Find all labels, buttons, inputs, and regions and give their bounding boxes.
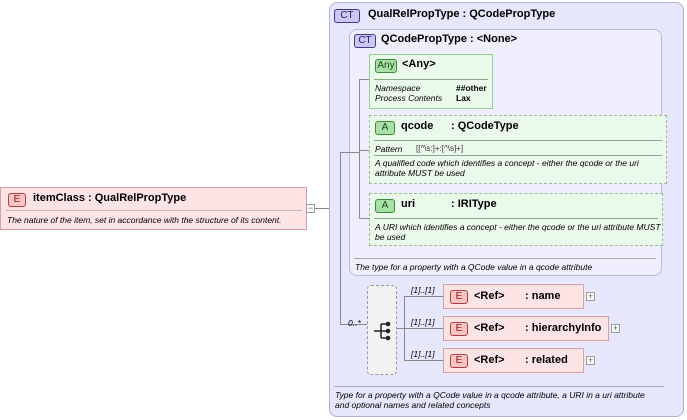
- connector: [359, 79, 360, 218]
- divider: [334, 386, 664, 387]
- element-icon: E: [8, 193, 26, 207]
- complex-type-icon: CT: [334, 9, 360, 23]
- qcode-name: qcode: [401, 120, 434, 132]
- namespace-value: ##other: [456, 83, 487, 93]
- sequence-icon: [374, 321, 391, 341]
- element-icon: E: [450, 354, 468, 368]
- any-title: <Any>: [402, 58, 436, 70]
- ref-name-element[interactable]: E <Ref> : name: [443, 284, 584, 309]
- divider: [6, 210, 302, 211]
- ref-related-element[interactable]: E <Ref> : related: [443, 348, 584, 373]
- ref-label: <Ref>: [474, 290, 505, 302]
- connector: [404, 328, 443, 329]
- process-contents-label: Process Contents: [375, 93, 443, 103]
- connector: [359, 150, 369, 151]
- item-class-title: itemClass : QualRelPropType: [33, 192, 187, 204]
- complex-type-icon: CT: [354, 34, 376, 48]
- connector: [359, 218, 369, 219]
- ref-hierarchy-info-label: : hierarchyInfo: [525, 322, 602, 334]
- connector: [340, 152, 341, 324]
- outer-ct-title: QualRelPropType : QCodePropType: [368, 8, 556, 20]
- element-icon: E: [450, 322, 468, 336]
- connector: [404, 360, 443, 361]
- expand-icon[interactable]: +: [611, 323, 620, 333]
- any-attribute[interactable]: Any <Any> Namespace ##other Process Cont…: [369, 54, 493, 109]
- attribute-icon: A: [375, 199, 395, 213]
- uri-doc: A URI which identifies a concept - eithe…: [375, 222, 661, 242]
- ref-cardinality: [1]..[1]: [411, 285, 435, 295]
- uri-type: : IRIType: [451, 198, 497, 210]
- sequence-compositor[interactable]: [367, 285, 397, 375]
- divider: [374, 79, 488, 80]
- element-icon: E: [450, 290, 468, 304]
- pattern-value: [[^\s:]+:[^\s]+]: [416, 144, 464, 153]
- connector: [340, 152, 359, 153]
- qcode-attribute[interactable]: A qcode : QCodeType Pattern [[^\s:]+:[^\…: [369, 115, 667, 184]
- ref-related-label: : related: [525, 354, 568, 366]
- sequence-cardinality: 0..*: [348, 318, 361, 328]
- connector: [359, 79, 369, 80]
- attribute-icon: A: [375, 121, 395, 135]
- qcode-doc: A qualified code which identifies a conc…: [375, 158, 639, 178]
- uri-attribute[interactable]: A uri : IRIType A URI which identifies a…: [369, 193, 663, 246]
- qcode-type: : QCodeType: [451, 120, 519, 132]
- item-class-doc: The nature of the item, set in accordanc…: [7, 215, 282, 225]
- ref-cardinality: [1]..[1]: [411, 317, 435, 327]
- process-contents-value: Lax: [456, 93, 471, 103]
- inner-ct-title: QCodePropType : <None>: [381, 33, 518, 45]
- divider: [374, 155, 662, 156]
- outer-ct-doc: Type for a property with a QCode value i…: [335, 390, 645, 410]
- item-class-element[interactable]: E itemClass : QualRelPropType The nature…: [0, 187, 307, 230]
- expand-collapse-icon[interactable]: −: [306, 203, 315, 213]
- divider: [374, 218, 658, 219]
- pattern-label: Pattern: [375, 144, 403, 154]
- ref-cardinality: [1]..[1]: [411, 349, 435, 359]
- ref-label: <Ref>: [474, 322, 505, 334]
- ref-name-label: : name: [525, 290, 561, 302]
- connector: [315, 208, 330, 209]
- ref-hierarchy-info-element[interactable]: E <Ref> : hierarchyInfo: [443, 316, 609, 341]
- expand-icon[interactable]: +: [586, 291, 595, 301]
- connector: [404, 296, 443, 297]
- namespace-label: Namespace: [375, 83, 421, 93]
- connector: [397, 328, 404, 329]
- divider: [354, 258, 656, 259]
- ref-label: <Ref>: [474, 354, 505, 366]
- uri-name: uri: [401, 198, 416, 210]
- divider: [374, 140, 662, 141]
- expand-icon[interactable]: +: [586, 355, 595, 365]
- connector: [340, 324, 367, 325]
- any-icon: Any: [375, 59, 397, 73]
- inner-ct-doc: The type for a property with a QCode val…: [355, 262, 593, 272]
